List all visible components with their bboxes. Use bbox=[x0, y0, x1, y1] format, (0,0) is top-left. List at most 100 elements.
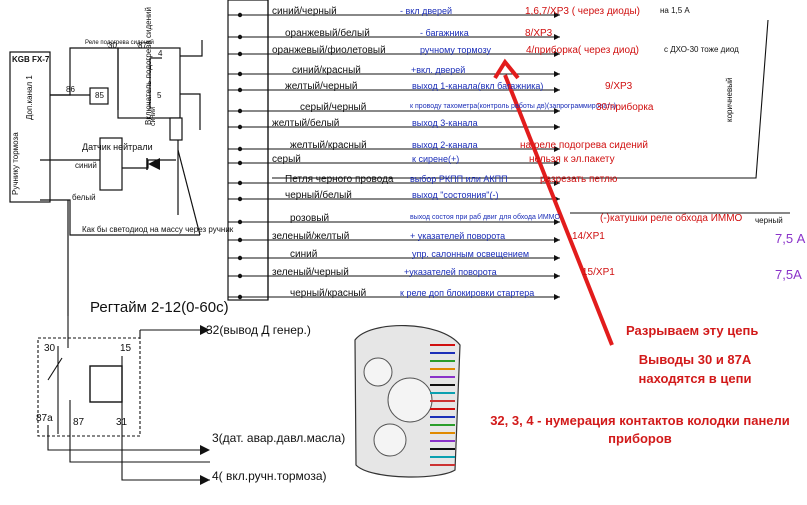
wire-note: 4/приборка( через диод) bbox=[526, 45, 639, 56]
wire-extra: на 1,5 А bbox=[660, 6, 690, 15]
output-3: 3(дат. авар.давл.масла) bbox=[212, 431, 346, 445]
pin-30-label: 30 bbox=[108, 41, 117, 50]
wire-note: нельзя к эл.пакету bbox=[529, 154, 615, 165]
wire-arrow bbox=[554, 146, 560, 152]
wire-note: 1,6,7/XP3 ( через диоды) bbox=[525, 6, 640, 17]
connector-pin bbox=[237, 255, 243, 261]
connector-pin bbox=[237, 146, 243, 152]
pin-5-label: 5 bbox=[157, 91, 162, 100]
beliy-label: белый bbox=[72, 193, 96, 202]
wire-function-label: выход "состояния"(-) bbox=[412, 190, 499, 200]
output-4: 4( вкл.ручн.тормоза) bbox=[212, 469, 327, 483]
wire-arrow bbox=[554, 180, 560, 186]
wire-color-label: синий/красный bbox=[292, 65, 361, 76]
wire-note: 9/XP3 bbox=[605, 81, 633, 92]
pin-4-label: 4 bbox=[158, 49, 163, 58]
red-arrow bbox=[493, 58, 614, 346]
connector-pin bbox=[237, 51, 243, 57]
diode-icon bbox=[146, 158, 160, 170]
wire-color-label: зеленый/черный bbox=[272, 267, 349, 278]
wire-function-label: + указателей поворота bbox=[410, 231, 506, 241]
pin-86-label: 86 bbox=[66, 85, 75, 94]
annotation-outputs: Выводы 30 и 87А находятся в цепи bbox=[638, 352, 752, 386]
timer-pin-15: 15 bbox=[120, 343, 132, 354]
connector-pin bbox=[237, 180, 243, 186]
wire-arrow bbox=[554, 160, 560, 166]
wire-color-label: желтый/черный bbox=[285, 81, 358, 92]
connector-pin bbox=[237, 273, 243, 279]
timer-title: Регтайм 2-12(0-60с) bbox=[90, 299, 229, 316]
annotation-break: Разрываем эту цепь bbox=[626, 323, 759, 338]
wire-color-label: серый bbox=[272, 154, 301, 165]
pin-85-label: 85 bbox=[95, 91, 104, 100]
wire-function-label: выход 3-канала bbox=[412, 118, 478, 128]
wire-arrow bbox=[554, 12, 560, 18]
wire-note: на реле подогрева сидений bbox=[520, 140, 648, 151]
pin-87-label: 87 bbox=[138, 41, 147, 50]
wire-function-label: выход 1-канала(вкл багажника) bbox=[412, 81, 544, 91]
wire-color-label: желтый/красный bbox=[290, 140, 367, 151]
wire-function-label: - багажника bbox=[420, 28, 469, 38]
wire-color-label: зеленый/желтый bbox=[272, 231, 350, 242]
connector-pin bbox=[237, 71, 243, 77]
timer-relay bbox=[37, 316, 210, 481]
wire-function-label: к реле доп блокировки стартера bbox=[400, 288, 535, 298]
wire-function-label: ручному тормозу bbox=[420, 45, 492, 55]
wire-color-label: желтый/белый bbox=[272, 118, 340, 129]
wire-function-label: +вкл. дверей bbox=[411, 65, 466, 75]
connector-pin bbox=[237, 237, 243, 243]
wire-arrow bbox=[554, 108, 560, 114]
wire-arrow bbox=[554, 87, 560, 93]
connector-pins bbox=[237, 12, 243, 300]
wire-note: 30/приборка bbox=[596, 102, 654, 113]
wire-color-label: оранжевый/белый bbox=[285, 28, 370, 39]
wire-arrow bbox=[554, 51, 560, 57]
wire-extra: с ДХО-30 тоже диод bbox=[664, 45, 739, 54]
wire-function-label: к проводу тахометра(контроль работы дв)(… bbox=[410, 103, 617, 110]
wire-color-label: синий/черный bbox=[272, 6, 337, 17]
timer-pin-87: 87 bbox=[73, 417, 85, 428]
wire-arrow bbox=[554, 255, 560, 261]
wire-function-label: к сирене(+) bbox=[412, 154, 460, 164]
wire-function-label: - вкл дверей bbox=[400, 6, 453, 16]
wire-function-label: упр. салонным освещением bbox=[412, 249, 530, 259]
wire-arrow bbox=[554, 273, 560, 279]
connector-block bbox=[227, 0, 269, 301]
connector-pin bbox=[237, 12, 243, 18]
wire-color-label: серый/черный bbox=[300, 102, 367, 113]
connector-pin bbox=[237, 160, 243, 166]
wire-color-label: Петля черного провода bbox=[285, 174, 394, 185]
wire-color-label: черный/белый bbox=[285, 190, 352, 201]
connector-pin bbox=[237, 124, 243, 130]
wire-function-label: +указателей поворота bbox=[404, 267, 497, 277]
wire-note: (-)катушки реле обхода ИММО bbox=[600, 213, 743, 224]
connector-pin bbox=[237, 219, 243, 225]
wire-color-label: синий bbox=[290, 249, 318, 260]
connector-pin bbox=[237, 87, 243, 93]
relay-caption: Реле подогрева сидений bbox=[85, 40, 154, 46]
brown-label: коричневый bbox=[725, 77, 734, 122]
connector-pin bbox=[237, 294, 243, 300]
wire-arrow bbox=[554, 34, 560, 40]
output-arrows bbox=[200, 325, 210, 485]
wire-note: 15/XP1 bbox=[582, 267, 615, 278]
wire-extra: 7,5А bbox=[775, 267, 802, 282]
wire-function-label: выбор РКПП или АКПП bbox=[410, 174, 508, 184]
led-note: Как бы светодиод на массу через ручник bbox=[82, 225, 234, 234]
ruchnik-label: Ручнику тормоза bbox=[11, 132, 20, 195]
wire-arrow bbox=[554, 294, 560, 300]
wire-note: 8/XP3 bbox=[525, 28, 553, 39]
timer-pin-87a: 87a bbox=[36, 413, 53, 424]
datchik-label: Датчик нейтрали bbox=[82, 142, 153, 152]
connector-pin bbox=[237, 34, 243, 40]
kgb-module bbox=[9, 40, 203, 316]
wire-extra: черный bbox=[755, 216, 783, 225]
wire-color-label: розовый bbox=[290, 213, 330, 224]
wire-arrow bbox=[554, 237, 560, 243]
output-32: 32(вывод Д генер.) bbox=[206, 323, 311, 337]
wire-arrow bbox=[554, 124, 560, 130]
fuse-label: синий bbox=[150, 106, 157, 126]
wire-note: 14/XP1 bbox=[572, 231, 605, 242]
annotation-numbering: 32, 3, 4 - нумерация контактов колодки п… bbox=[490, 413, 790, 446]
